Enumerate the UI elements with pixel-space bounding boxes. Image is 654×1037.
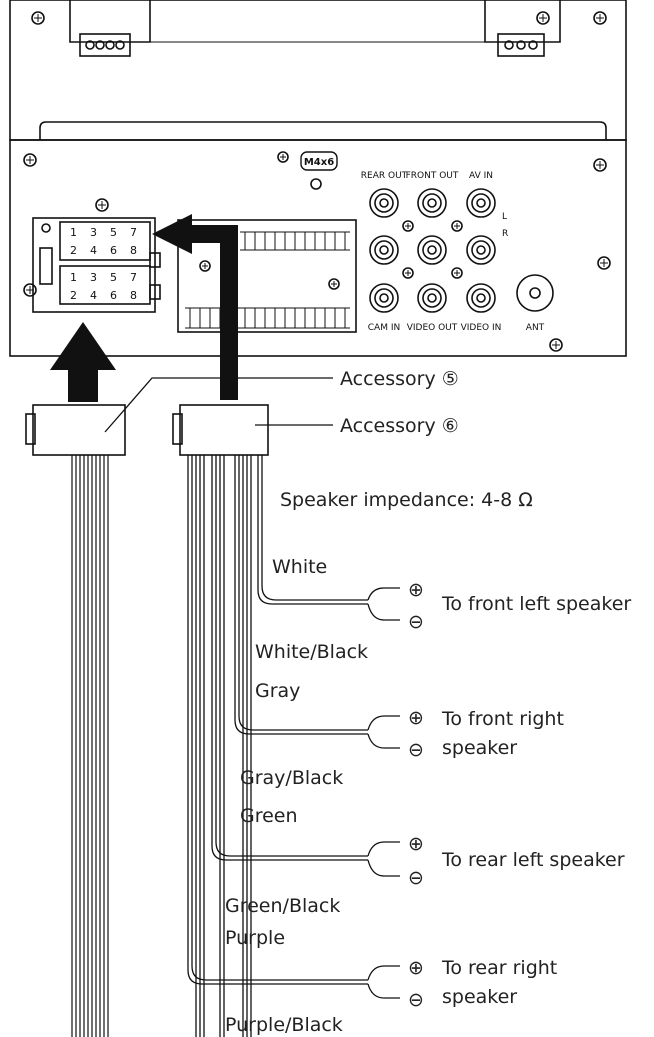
speaker-label-front-right-line2: speaker bbox=[442, 737, 517, 759]
plus-icon: ⊕ bbox=[408, 707, 424, 729]
screw-icon bbox=[451, 267, 463, 279]
minus-icon: ⊖ bbox=[408, 989, 424, 1011]
av-in-label: AV IN bbox=[469, 171, 493, 181]
pin-label: 6 bbox=[110, 289, 117, 302]
video-out-label: VIDEO OUT bbox=[407, 323, 458, 333]
screw-icon bbox=[328, 278, 340, 290]
wire-label-green-black: Green/Black bbox=[225, 895, 340, 917]
speaker-label-front-left: To front left speaker bbox=[441, 593, 631, 615]
screw-icon bbox=[95, 198, 109, 212]
wire-label-white: White bbox=[272, 556, 327, 578]
plus-icon: ⊕ bbox=[408, 579, 424, 601]
rca-jack bbox=[466, 235, 496, 265]
screw-icon bbox=[277, 151, 289, 163]
rear-out-label: REAR OUT bbox=[361, 171, 408, 181]
top-connector-left bbox=[79, 33, 131, 57]
antenna-jack bbox=[516, 274, 554, 312]
plus-icon: ⊕ bbox=[408, 833, 424, 855]
iso-connector bbox=[32, 217, 161, 313]
pin-label: 4 bbox=[90, 244, 97, 257]
screw-icon bbox=[402, 220, 414, 232]
front-out-label: FRONT OUT bbox=[406, 171, 459, 181]
minus-icon: ⊖ bbox=[408, 867, 424, 889]
harness-connector-5 bbox=[25, 404, 126, 456]
accessory-6-label: Accessory ⑥ bbox=[340, 415, 459, 437]
pin-label: 2 bbox=[70, 289, 77, 302]
screw-icon bbox=[199, 260, 211, 272]
pin-label: 5 bbox=[110, 226, 117, 239]
screw-icon bbox=[593, 158, 607, 172]
screw-icon bbox=[402, 267, 414, 279]
pin-label: 6 bbox=[110, 244, 117, 257]
pin-label: 7 bbox=[130, 226, 137, 239]
wire-label-purple-black: Purple/Black bbox=[225, 1014, 343, 1036]
accessory-5-label: Accessory ⑤ bbox=[340, 368, 459, 390]
speaker-fork-front-right bbox=[367, 715, 400, 749]
rca-jack-av-in bbox=[466, 188, 496, 218]
screw-icon bbox=[597, 256, 611, 270]
pin-label: 5 bbox=[110, 271, 117, 284]
pin-label: 2 bbox=[70, 244, 77, 257]
rca-jack-front-out bbox=[417, 188, 447, 218]
pin-label: 4 bbox=[90, 289, 97, 302]
wire-label-gray: Gray bbox=[255, 680, 300, 702]
ant-label: ANT bbox=[526, 323, 545, 333]
speaker-fork-front-left bbox=[367, 587, 400, 621]
pin-label: 8 bbox=[130, 289, 137, 302]
speaker-label-front-right: To front right bbox=[441, 708, 564, 730]
wire-label-white-black: White/Black bbox=[255, 641, 368, 663]
bent-arrow-icon bbox=[152, 214, 238, 400]
wire-label-purple: Purple bbox=[225, 927, 285, 949]
screw-icon bbox=[451, 220, 463, 232]
screw-icon bbox=[31, 11, 45, 25]
pin-label: 8 bbox=[130, 244, 137, 257]
video-in-label: VIDEO IN bbox=[461, 323, 502, 333]
wire-label-gray-black: Gray/Black bbox=[240, 767, 343, 789]
rca-jack-video-in bbox=[466, 283, 496, 313]
unit-top-panel bbox=[9, 0, 627, 141]
speaker-label-rear-left: To rear left speaker bbox=[441, 849, 625, 871]
arrow-up-icon bbox=[50, 322, 116, 402]
pin-label: 3 bbox=[90, 271, 97, 284]
plus-icon: ⊕ bbox=[408, 957, 424, 979]
screw-size-label: M4x6 bbox=[304, 157, 334, 168]
pin-label: 1 bbox=[70, 226, 77, 239]
speaker-label-rear-right: To rear right bbox=[441, 957, 557, 979]
minus-icon: ⊖ bbox=[408, 611, 424, 633]
rca-jack bbox=[369, 235, 399, 265]
pin-label: 7 bbox=[130, 271, 137, 284]
screw-icon bbox=[23, 283, 37, 297]
speaker-wires bbox=[187, 455, 368, 1037]
speaker-label-rear-right-line2: speaker bbox=[442, 986, 517, 1008]
minus-icon: ⊖ bbox=[408, 739, 424, 761]
unit-rear-panel: M4x6 1 3 5 7 2 4 6 8 1 3 5 7 2 4 6 bbox=[9, 139, 627, 357]
left-channel-label: L bbox=[502, 212, 507, 222]
screw-icon bbox=[23, 153, 37, 167]
pin-label: 3 bbox=[90, 226, 97, 239]
rca-jack-cam-in bbox=[369, 283, 399, 313]
screw-icon bbox=[549, 338, 563, 352]
leader-line bbox=[104, 377, 333, 433]
rca-jack-rear-out bbox=[369, 188, 399, 218]
top-connector-right bbox=[497, 33, 545, 57]
right-channel-label: R bbox=[502, 229, 508, 239]
harness-connector-6 bbox=[172, 404, 269, 456]
speaker-fork-rear-right bbox=[367, 965, 400, 999]
impedance-note: Speaker impedance: 4-8 Ω bbox=[280, 489, 533, 511]
wire-label-green: Green bbox=[240, 805, 298, 827]
rca-jack-video-out bbox=[417, 283, 447, 313]
speaker-fork-rear-left bbox=[367, 841, 400, 877]
cable-bundle-left bbox=[71, 455, 109, 1037]
rca-jack bbox=[417, 235, 447, 265]
screw-icon bbox=[536, 11, 550, 25]
pin-labels: 1 3 5 7 2 4 6 8 1 3 5 7 2 4 6 8 bbox=[70, 226, 137, 302]
pin-label: 1 bbox=[70, 271, 77, 284]
screw-icon bbox=[593, 11, 607, 25]
cam-in-label: CAM IN bbox=[368, 323, 400, 333]
